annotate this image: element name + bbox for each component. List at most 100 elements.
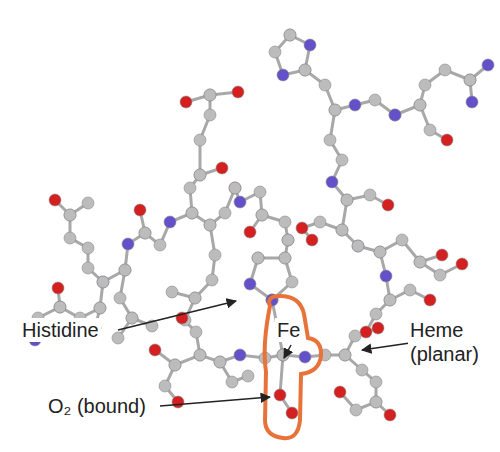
atom-ball	[194, 169, 206, 181]
atom-ball	[339, 349, 351, 361]
atom-ball	[242, 370, 254, 382]
atom-ball	[169, 359, 181, 371]
atom-ball	[229, 182, 241, 194]
atom-ball	[370, 396, 382, 408]
part-label: Histidine	[20, 318, 101, 342]
atom-ball	[226, 376, 238, 388]
atom-ball	[339, 349, 351, 361]
atom-ball	[164, 216, 176, 228]
atom-ball	[204, 89, 216, 101]
atom-ball	[204, 89, 216, 101]
atom-ball	[304, 39, 316, 51]
atom-ball	[82, 242, 94, 254]
atom-ball	[370, 308, 382, 320]
atom-ball	[214, 356, 226, 368]
bond-stick	[305, 70, 395, 115]
atom-ball	[306, 234, 318, 246]
atom-ball	[414, 256, 426, 268]
atom-ball	[352, 240, 364, 252]
atom-ball	[52, 282, 64, 294]
atom-ball	[134, 204, 146, 216]
atom-ball	[329, 104, 341, 116]
atom-ball	[190, 326, 202, 338]
atom-ball	[374, 246, 386, 258]
atom-ball	[380, 270, 392, 282]
atom-ball	[149, 344, 161, 356]
atom-ball	[349, 330, 361, 342]
atom-ball	[229, 182, 241, 194]
atom-ball	[466, 96, 478, 108]
bond-stick	[280, 355, 292, 413]
atom-ball	[299, 64, 311, 76]
bond-stick	[420, 65, 488, 105]
bond-stick	[185, 225, 215, 320]
atom-ball	[414, 99, 426, 111]
atom-ball	[64, 209, 76, 221]
atom-ball	[274, 389, 286, 401]
atom-ball	[282, 234, 294, 246]
atom-ball	[314, 216, 326, 228]
atom-ball	[252, 252, 264, 264]
atom-ball	[189, 292, 201, 304]
atom-ball	[186, 207, 198, 219]
atom-ball	[139, 227, 151, 239]
atom-ball	[389, 109, 401, 121]
bond-stick	[200, 92, 238, 175]
atom-ball	[436, 249, 448, 261]
atom-ball	[464, 74, 476, 86]
atom-ball	[286, 407, 298, 419]
atom-ball	[54, 301, 66, 313]
bond-stick	[380, 240, 442, 262]
atom-ball	[419, 79, 431, 91]
atom-ball	[94, 302, 106, 314]
atom-ball	[369, 94, 381, 106]
atom-ball	[139, 227, 151, 239]
atom-ball	[82, 197, 94, 209]
atom-ball	[299, 351, 311, 363]
highlight-outline	[265, 296, 321, 438]
atom-ball	[319, 79, 331, 91]
atom-ball	[384, 294, 396, 306]
atom-ball	[169, 359, 181, 371]
part-label: Heme (planar)	[408, 318, 496, 366]
atom-ball	[336, 224, 348, 236]
part-label: Fe	[275, 318, 302, 342]
leader-line	[284, 345, 291, 358]
bond-stick	[342, 200, 358, 246]
atom-ball	[204, 219, 216, 231]
atom-ball	[370, 376, 382, 388]
atom-ball	[184, 182, 196, 194]
atom-ball	[324, 134, 336, 146]
atom-ball	[370, 396, 382, 408]
atom-ball	[482, 59, 494, 71]
atom-ball	[279, 216, 291, 228]
atom-ball	[382, 199, 394, 211]
bond-stick	[250, 258, 292, 300]
atom-ball	[122, 238, 134, 250]
atom-ball	[360, 326, 372, 338]
atom-ball	[159, 380, 171, 392]
atom-ball	[336, 224, 348, 236]
atom-ball	[374, 246, 386, 258]
atom-ball	[214, 356, 226, 368]
atom-ball	[97, 276, 109, 288]
atom-ball	[424, 124, 436, 136]
atom-ball	[126, 312, 138, 324]
atom-ball	[334, 386, 346, 398]
leader-line	[118, 301, 236, 330]
atom-ball	[209, 249, 221, 261]
atom-ball	[389, 109, 401, 121]
atom-ball	[94, 302, 106, 314]
atom-ball	[456, 258, 468, 270]
atom-ball	[282, 234, 294, 246]
atom-ball	[154, 239, 166, 251]
atom-ball	[356, 364, 368, 376]
atom-ball	[384, 409, 396, 421]
atom-ball	[216, 162, 228, 174]
atom-ball	[269, 46, 281, 58]
atom-ball	[194, 349, 206, 361]
atom-ball	[252, 252, 264, 264]
atom-ball	[256, 209, 268, 221]
atom-ball	[414, 256, 426, 268]
